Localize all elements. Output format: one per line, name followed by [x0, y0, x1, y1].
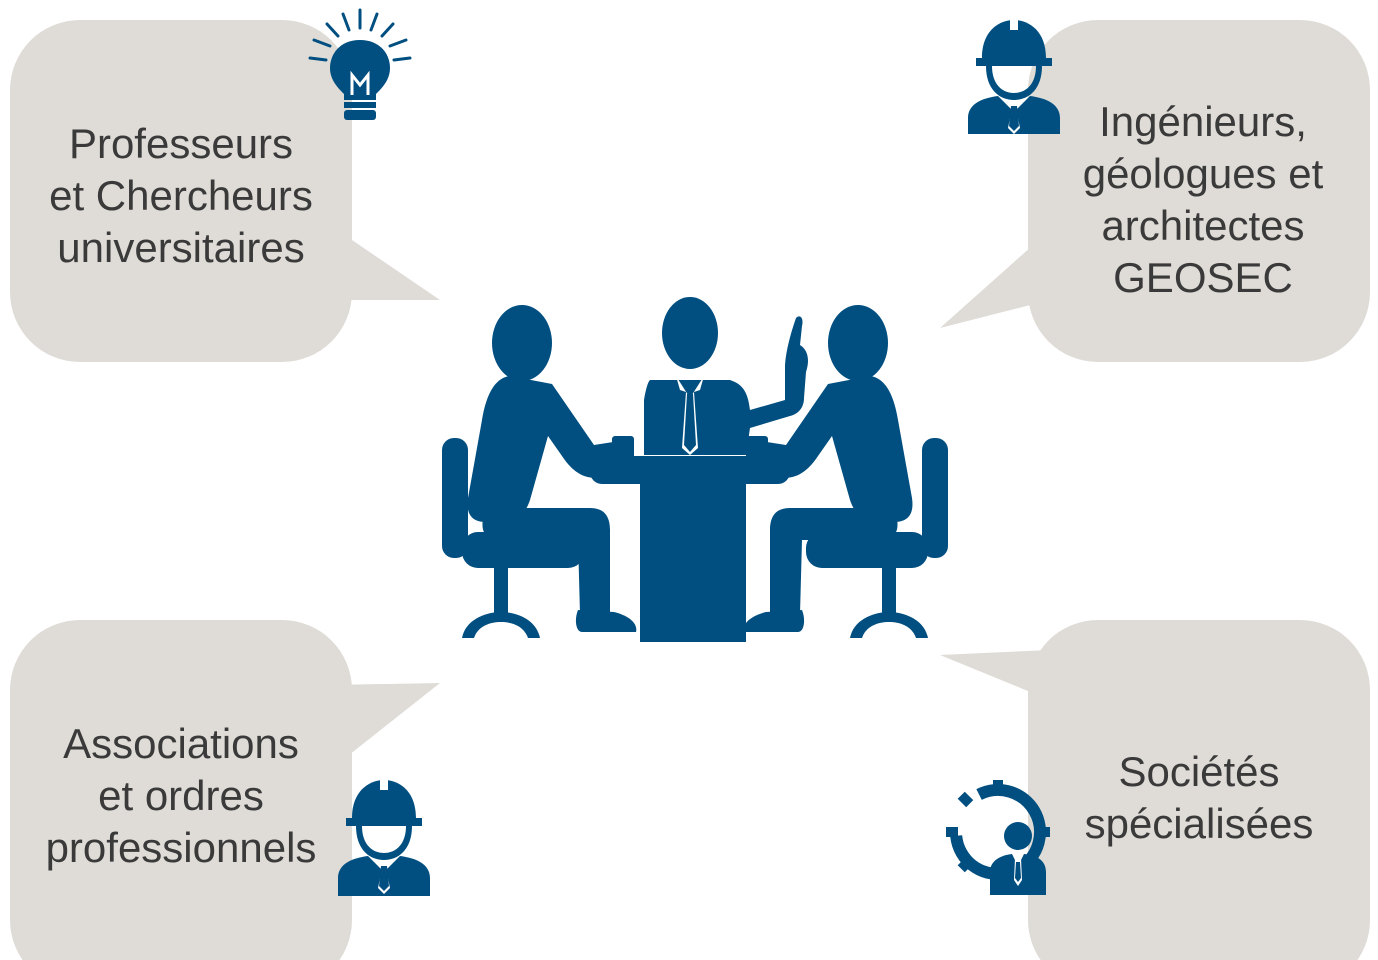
label-line: GEOSEC — [1113, 254, 1293, 301]
label-line: spécialisées — [1084, 800, 1314, 847]
bubble-bottom-right — [940, 620, 1370, 960]
label-line: Associations — [63, 720, 299, 767]
label-line: et Chercheurs — [49, 172, 313, 219]
bubble-label-bottom-left: Associations et ordres professionnels — [10, 718, 352, 874]
label-line: universitaires — [57, 224, 305, 271]
label-line: professionnels — [45, 824, 317, 871]
bubble-top-right — [940, 20, 1370, 362]
bubble-top-left — [10, 20, 440, 362]
label-line: architectes — [1101, 202, 1305, 249]
label-line: Sociétés — [1118, 748, 1280, 795]
gear-person-icon — [946, 780, 1050, 895]
bubble-label-top-right: Ingénieurs, géologues et architectes GEO… — [1032, 96, 1374, 304]
bubble-bottom-left — [10, 620, 440, 960]
business-meeting-icon — [442, 297, 948, 642]
label-line: et ordres — [98, 772, 264, 819]
engineer-hardhat-icon — [968, 20, 1060, 134]
engineer-hardhat-icon — [338, 780, 430, 896]
lightbulb-icon — [308, 8, 412, 120]
label-line: Professeurs — [68, 120, 294, 167]
label-line: géologues et — [1082, 150, 1324, 197]
bubble-label-bottom-right: Sociétés spécialisées — [1028, 746, 1370, 850]
bubble-label-top-left: Professeurs et Chercheurs universitaires — [10, 118, 352, 274]
label-line: Ingénieurs, — [1099, 98, 1307, 145]
